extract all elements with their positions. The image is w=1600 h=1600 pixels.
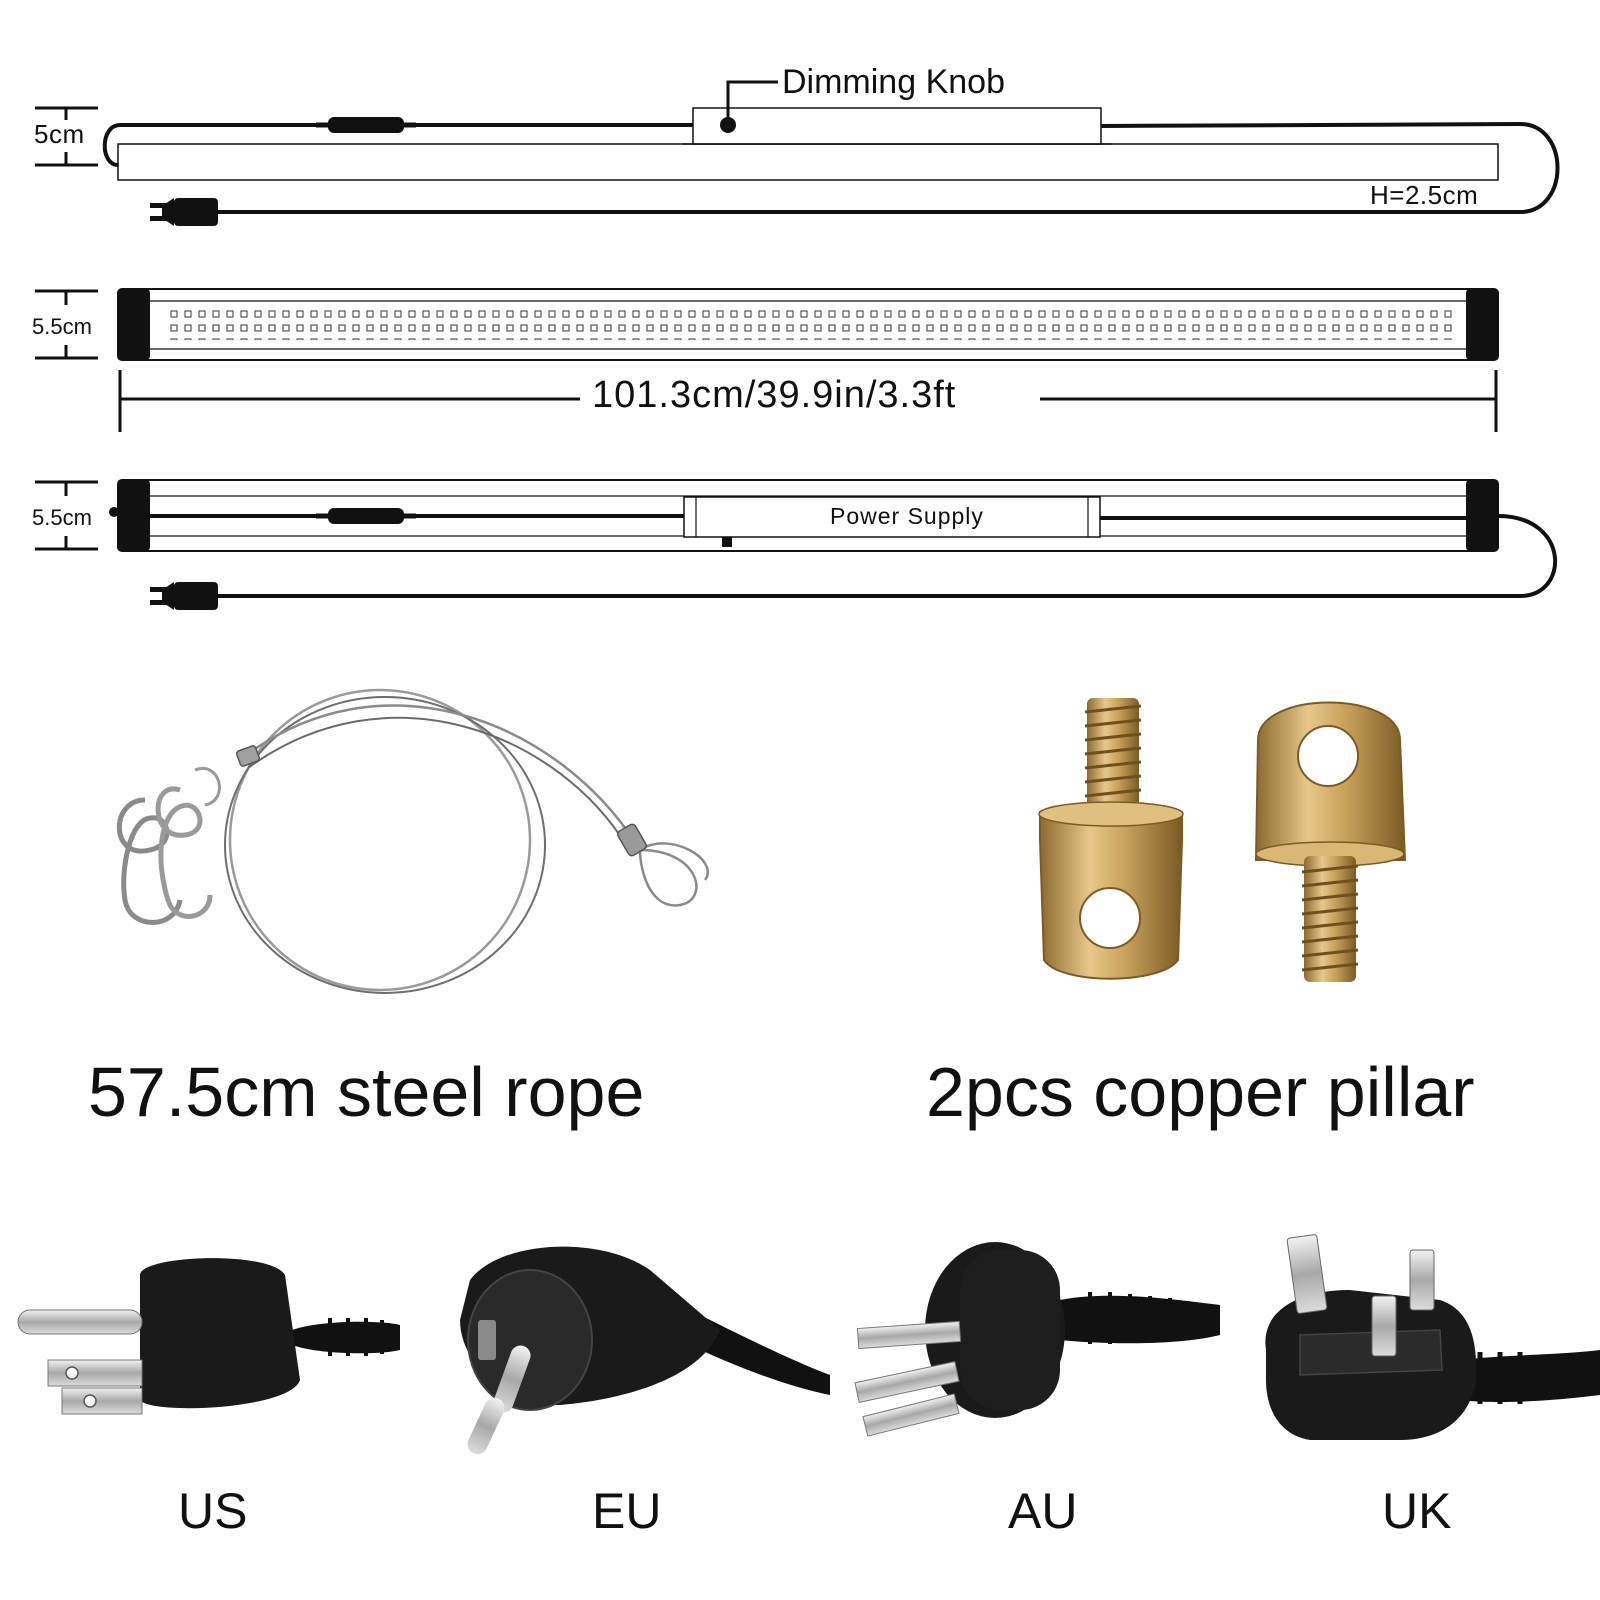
dimming-knob-label: Dimming Knob bbox=[782, 63, 1005, 101]
copper-pillar-caption: 2pcs copper pillar bbox=[926, 1053, 1475, 1131]
plug-label-uk: UK bbox=[1382, 1483, 1452, 1539]
eu-plug-icon bbox=[460, 1246, 830, 1455]
height-dimension-5-5cm-back bbox=[35, 480, 98, 551]
plug-label-eu: EU bbox=[592, 1483, 662, 1539]
end-cap-left bbox=[118, 289, 150, 360]
steel-rope-image bbox=[116, 688, 709, 994]
plug-symbol-top bbox=[150, 198, 218, 226]
length-label: 101.3cm/39.9in/3.3ft bbox=[592, 374, 957, 416]
plug-symbol-back bbox=[150, 582, 218, 610]
thickness-label: H=2.5cm bbox=[1370, 180, 1479, 210]
dimming-knob-leader bbox=[726, 80, 778, 117]
top-view bbox=[35, 80, 1560, 226]
front-height-label: 5.5cm bbox=[32, 314, 92, 339]
height-dimension-5cm bbox=[35, 106, 98, 167]
steel-rope-caption: 57.5cm steel rope bbox=[88, 1053, 645, 1131]
dimming-knob-box bbox=[692, 107, 1102, 145]
copper-pillar-2 bbox=[1254, 701, 1407, 982]
plug-label-au: AU bbox=[1008, 1483, 1078, 1539]
cable-loop-back bbox=[215, 514, 1558, 598]
back-height-label: 5.5cm bbox=[32, 505, 92, 530]
front-view bbox=[35, 288, 1499, 432]
back-view bbox=[35, 479, 1558, 610]
cable-upper bbox=[102, 123, 693, 167]
plug-label-us: US bbox=[178, 1483, 248, 1539]
cable-loop-right bbox=[215, 121, 1560, 214]
light-bar-top bbox=[117, 143, 1499, 181]
end-cap-right bbox=[1466, 289, 1498, 360]
au-plug-icon bbox=[854, 1242, 1220, 1437]
dimming-knob-dot bbox=[720, 117, 736, 133]
height-dimension-5-5cm-front bbox=[35, 289, 98, 360]
uk-plug-icon bbox=[1265, 1234, 1600, 1440]
length-dimension bbox=[118, 370, 1498, 432]
top-height-label: 5cm bbox=[34, 119, 85, 149]
power-supply-box bbox=[683, 496, 1101, 538]
power-supply-label: Power Supply bbox=[830, 503, 984, 529]
us-plug-icon bbox=[17, 1258, 400, 1415]
led-array bbox=[166, 310, 1452, 340]
copper-pillar-1 bbox=[1038, 698, 1184, 980]
